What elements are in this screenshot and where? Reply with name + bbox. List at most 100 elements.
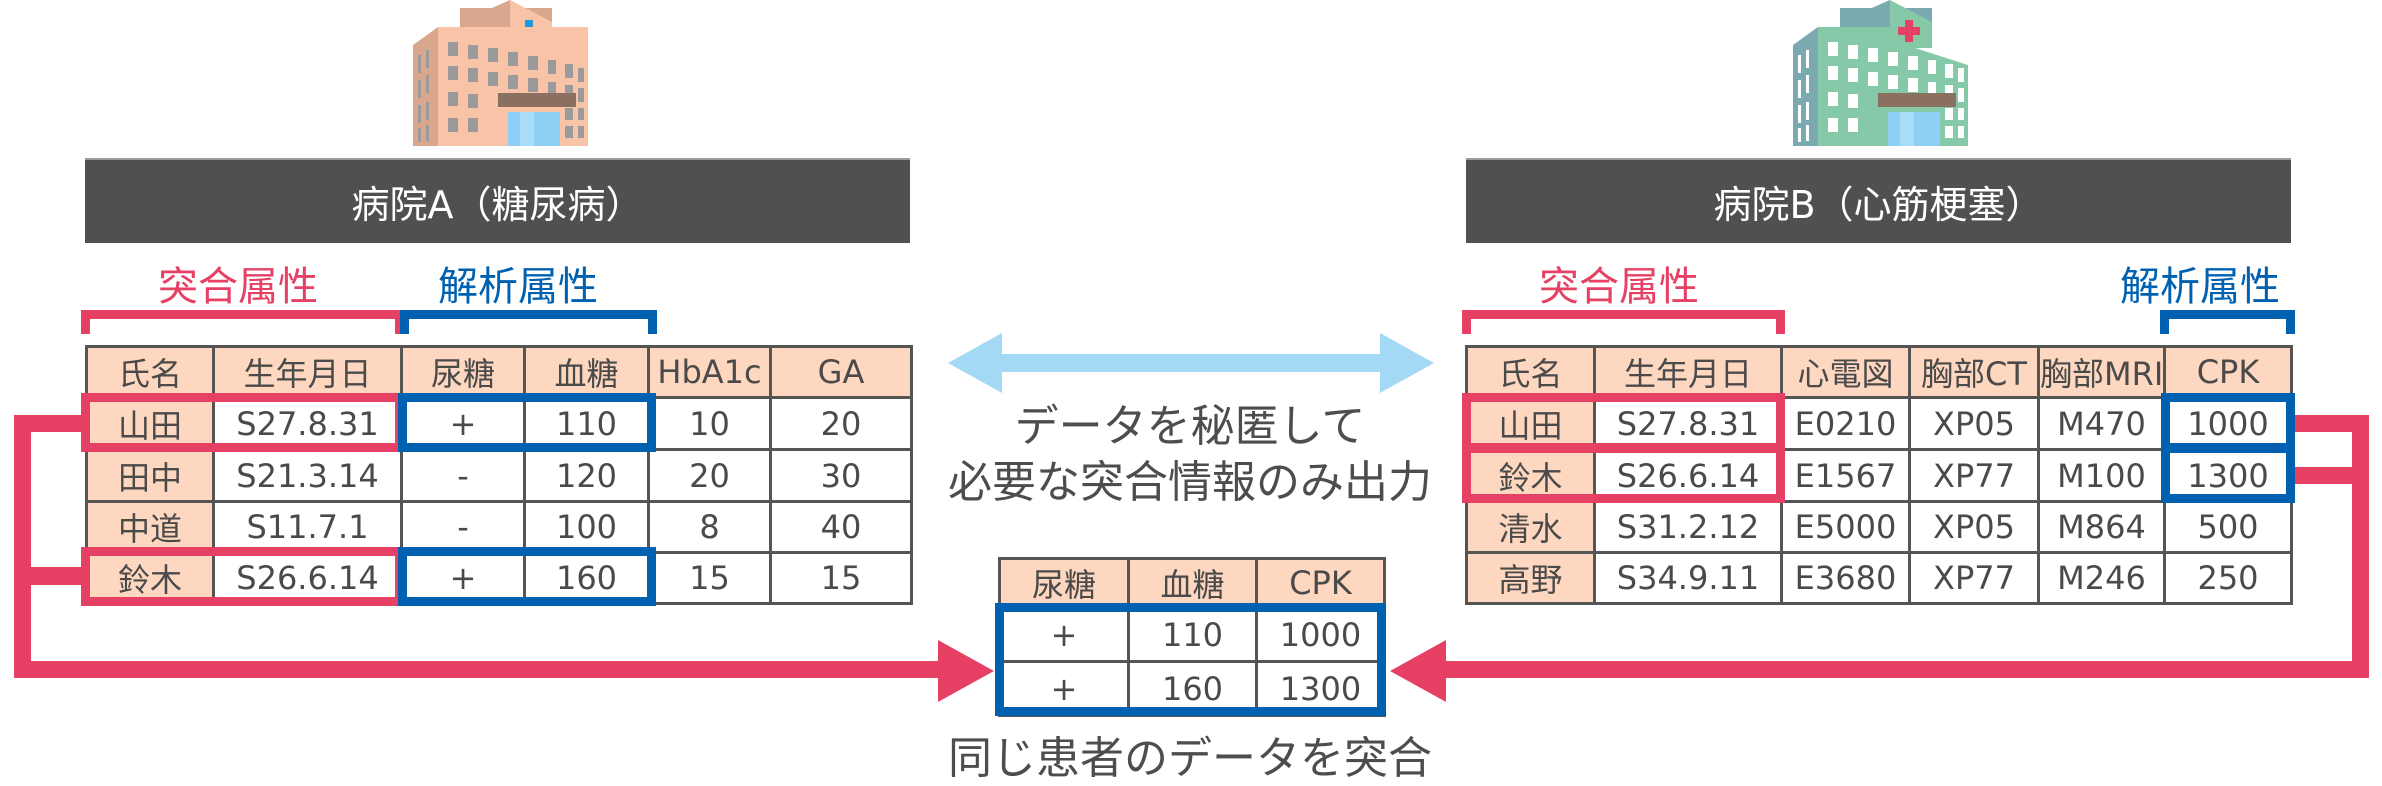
hospital-b-analysis-label: 解析属性 bbox=[2120, 264, 2280, 310]
hospital-b-table: 氏名 生年月日 心電図 胸部CT 胸部MRI CPK 山田 S27.8.31 E… bbox=[1465, 345, 2293, 605]
hospital-b-icon bbox=[1793, 0, 1968, 146]
column-header: 生年月日 bbox=[1593, 345, 1783, 399]
center-caption-line2: 必要な突合情報のみ出力 bbox=[948, 457, 1432, 508]
table-cell: S11.7.1 bbox=[212, 500, 403, 554]
table-header-row: 氏名 生年月日 尿糖 血糖 HbA1c GA bbox=[85, 345, 913, 399]
result-caption: 同じ患者のデータを突合 bbox=[948, 733, 1432, 784]
column-header: 胸部MRI bbox=[2037, 345, 2166, 399]
hospital-a-analysis-label: 解析属性 bbox=[438, 264, 598, 310]
column-header: 血糖 bbox=[523, 345, 650, 399]
name-cell: 鈴木 bbox=[85, 551, 215, 605]
table-cell: M864 bbox=[2037, 500, 2166, 554]
hospital-b-analysis-bracket bbox=[2160, 310, 2295, 334]
table-cell: - bbox=[400, 448, 526, 503]
hospital-b-title-bar: 病院B（心筋梗塞） bbox=[1466, 158, 2291, 243]
left-connector-bottom bbox=[14, 661, 944, 678]
table-cell: 10 bbox=[647, 396, 772, 451]
table-row: 鈴木 S26.6.14 E1567 XP77 M100 1300 bbox=[1465, 448, 2293, 503]
left-arrow-head-icon bbox=[938, 640, 994, 702]
table-row: 鈴木 S26.6.14 + 160 15 15 bbox=[85, 551, 913, 605]
table-cell: - bbox=[400, 500, 526, 554]
table-cell: 15 bbox=[769, 551, 913, 605]
table-cell: 1000 bbox=[1255, 606, 1386, 663]
column-header: GA bbox=[769, 345, 913, 399]
right-connector-branch-suzuki bbox=[2295, 467, 2369, 484]
left-connector-branch-yamada bbox=[14, 415, 84, 432]
column-header: HbA1c bbox=[647, 345, 772, 399]
name-cell: 田中 bbox=[85, 448, 215, 503]
column-header: 氏名 bbox=[1465, 345, 1596, 399]
table-cell: 120 bbox=[523, 448, 650, 503]
table-cell: 15 bbox=[647, 551, 772, 605]
table-cell: 8 bbox=[647, 500, 772, 554]
left-connector-vertical bbox=[14, 415, 31, 678]
column-header: 胸部CT bbox=[1908, 345, 2040, 399]
table-cell: + bbox=[998, 660, 1130, 717]
table-cell: 30 bbox=[769, 448, 913, 503]
table-cell: S27.8.31 bbox=[212, 396, 403, 451]
table-cell: XP77 bbox=[1908, 448, 2040, 503]
left-connector-branch-suzuki bbox=[14, 567, 84, 585]
hospital-a-title-bar: 病院A（糖尿病） bbox=[85, 158, 910, 243]
table-cell: 110 bbox=[1127, 606, 1258, 663]
table-cell: M100 bbox=[2037, 448, 2166, 503]
table-cell: M470 bbox=[2037, 396, 2166, 451]
table-cell: 160 bbox=[523, 551, 650, 605]
column-header: 血糖 bbox=[1127, 557, 1258, 609]
column-header: CPK bbox=[2163, 345, 2293, 399]
column-header: 尿糖 bbox=[400, 345, 526, 399]
table-cell: 100 bbox=[523, 500, 650, 554]
table-row: 山田 S27.8.31 + 110 10 20 bbox=[85, 396, 913, 451]
table-cell: S34.9.11 bbox=[1593, 551, 1783, 605]
table-cell: 20 bbox=[647, 448, 772, 503]
table-row: 中道 S11.7.1 - 100 8 40 bbox=[85, 500, 913, 554]
table-cell: 20 bbox=[769, 396, 913, 451]
hospital-b-match-bracket bbox=[1462, 310, 1785, 334]
table-cell: S26.6.14 bbox=[1593, 448, 1783, 503]
table-cell: XP77 bbox=[1908, 551, 2040, 605]
table-row: 清水 S31.2.12 E5000 XP05 M864 500 bbox=[1465, 500, 2293, 554]
hospital-b-title: 病院B（心筋梗塞） bbox=[1713, 183, 2044, 227]
name-cell: 鈴木 bbox=[1465, 448, 1596, 503]
right-connector-branch-yamada bbox=[2295, 415, 2369, 432]
table-cell: S31.2.12 bbox=[1593, 500, 1783, 554]
table-header-row: 氏名 生年月日 心電図 胸部CT 胸部MRI CPK bbox=[1465, 345, 2293, 399]
table-cell: E0210 bbox=[1780, 396, 1911, 451]
right-arrow-head-icon bbox=[1390, 640, 1446, 702]
table-cell: XP05 bbox=[1908, 396, 2040, 451]
table-cell: XP05 bbox=[1908, 500, 2040, 554]
name-cell: 清水 bbox=[1465, 500, 1596, 554]
table-cell: E5000 bbox=[1780, 500, 1911, 554]
table-cell: + bbox=[400, 551, 526, 605]
name-cell: 山田 bbox=[1465, 396, 1596, 451]
right-connector-bottom bbox=[1440, 661, 2369, 678]
right-connector-vertical bbox=[2352, 415, 2369, 678]
table-cell: M246 bbox=[2037, 551, 2166, 605]
table-cell: 250 bbox=[2163, 551, 2293, 605]
column-header: 生年月日 bbox=[212, 345, 403, 399]
table-row: 山田 S27.8.31 E0210 XP05 M470 1000 bbox=[1465, 396, 2293, 451]
hospital-b-match-label: 突合属性 bbox=[1539, 264, 1699, 310]
table-cell: 40 bbox=[769, 500, 913, 554]
column-header: 氏名 bbox=[85, 345, 215, 399]
table-cell: E3680 bbox=[1780, 551, 1911, 605]
name-cell: 山田 bbox=[85, 396, 215, 451]
table-cell: S21.3.14 bbox=[212, 448, 403, 503]
hospital-a-analysis-bracket bbox=[400, 310, 657, 334]
table-header-row: 尿糖 血糖 CPK bbox=[998, 557, 1386, 609]
center-caption-line1: データを秘匿して bbox=[1014, 401, 1366, 452]
table-cell: 1300 bbox=[2163, 448, 2293, 503]
column-header: 尿糖 bbox=[998, 557, 1130, 609]
table-cell: 500 bbox=[2163, 500, 2293, 554]
hospital-a-table: 氏名 生年月日 尿糖 血糖 HbA1c GA 山田 S27.8.31 + 110… bbox=[85, 345, 913, 605]
table-row: 高野 S34.9.11 E3680 XP77 M246 250 bbox=[1465, 551, 2293, 605]
table-cell: 1300 bbox=[1255, 660, 1386, 717]
hospital-a-icon bbox=[413, 0, 588, 146]
table-cell: + bbox=[998, 606, 1130, 663]
table-row: 田中 S21.3.14 - 120 20 30 bbox=[85, 448, 913, 503]
hospital-a-title: 病院A（糖尿病） bbox=[351, 183, 644, 227]
table-cell: + bbox=[400, 396, 526, 451]
table-cell: 110 bbox=[523, 396, 650, 451]
table-cell: S26.6.14 bbox=[212, 551, 403, 605]
table-row: + 110 1000 bbox=[998, 606, 1386, 663]
